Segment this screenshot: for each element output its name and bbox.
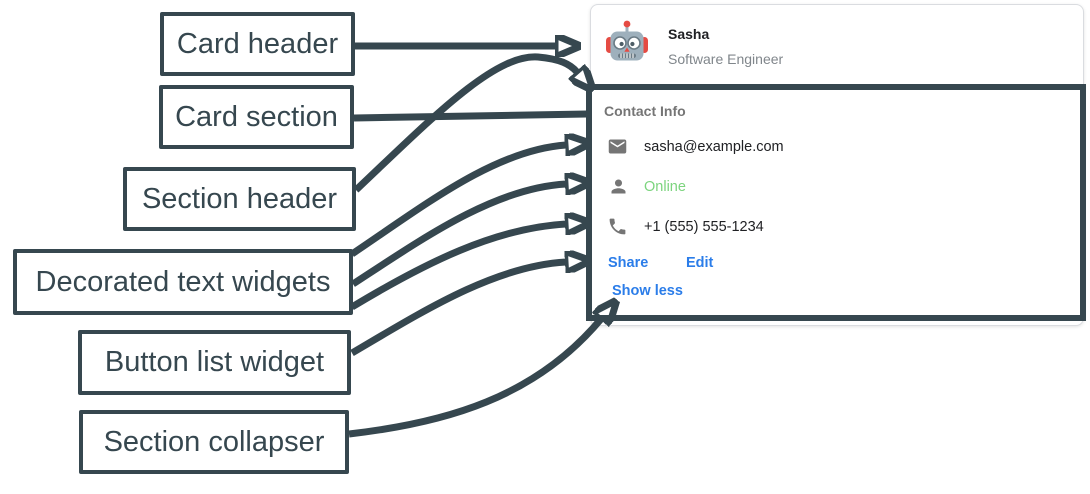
share-button[interactable]: Share	[608, 255, 649, 271]
decorated-text-status: Online	[644, 179, 686, 195]
arrow-button-list	[350, 262, 566, 357]
section-collapser-button[interactable]: Show less	[612, 283, 683, 299]
arrow-decorated-phone	[350, 224, 566, 310]
arrow-section-collapser	[348, 319, 601, 438]
decorated-text-phone: +1 (555) 555-1234	[644, 219, 764, 235]
contact-card	[590, 4, 1084, 326]
label-card-section: Card section	[159, 85, 354, 149]
arrow-decorated-email	[350, 145, 566, 257]
robot-avatar-icon	[606, 20, 648, 61]
arrow-section-header	[353, 53, 577, 193]
card-header-subtitle: Software Engineer	[668, 51, 784, 67]
label-decorated-text-widgets: Decorated text widgets	[13, 249, 353, 315]
section-header-text: Contact Info	[604, 103, 686, 119]
person-icon	[611, 179, 626, 194]
mail-icon	[608, 139, 627, 154]
decorated-text-email: sasha@example.com	[644, 139, 784, 155]
edit-button[interactable]: Edit	[686, 255, 714, 271]
card-section-highlight-rect	[586, 84, 1086, 321]
label-button-list-widget: Button list widget	[78, 330, 351, 395]
card-header-name: Sasha	[668, 26, 710, 42]
label-section-header: Section header	[123, 167, 356, 231]
label-card-header: Card header	[160, 12, 355, 76]
phone-icon	[609, 218, 626, 235]
connector-card-section	[353, 110, 588, 122]
label-section-collapser: Section collapser	[79, 410, 349, 474]
arrow-decorated-status	[351, 184, 566, 287]
